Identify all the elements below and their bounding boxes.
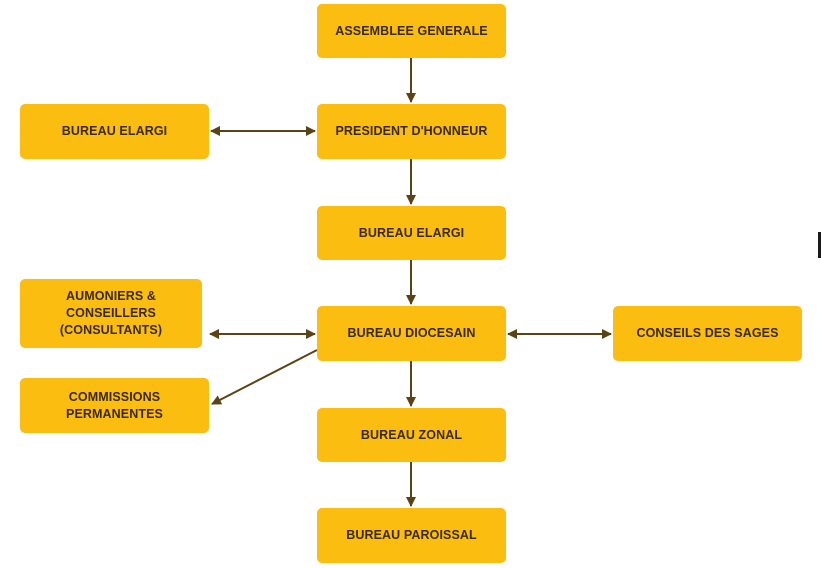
edge-stub <box>818 232 821 258</box>
node-bureau-paroissal: BUREAU PAROISSAL <box>317 508 506 563</box>
node-assemblee-generale: ASSEMBLEE GENERALE <box>317 4 506 58</box>
node-bureau-elargi-center: BUREAU ELARGI <box>317 206 506 260</box>
node-aumoniers-conseillers: AUMONIERS & CONSEILLERS (CONSULTANTS) <box>20 279 202 348</box>
node-bureau-zonal: BUREAU ZONAL <box>317 408 506 462</box>
node-bureau-elargi-left: BUREAU ELARGI <box>20 104 209 159</box>
node-president-honneur: PRESIDENT D'HONNEUR <box>317 104 506 159</box>
node-bureau-diocesain: BUREAU DIOCESAIN <box>317 306 506 361</box>
node-conseils-des-sages: CONSEILS DES SAGES <box>613 306 802 361</box>
edge-diocesain-to-commissions <box>211 349 318 405</box>
node-commissions-permanentes: COMMISSIONS PERMANENTES <box>20 378 209 433</box>
